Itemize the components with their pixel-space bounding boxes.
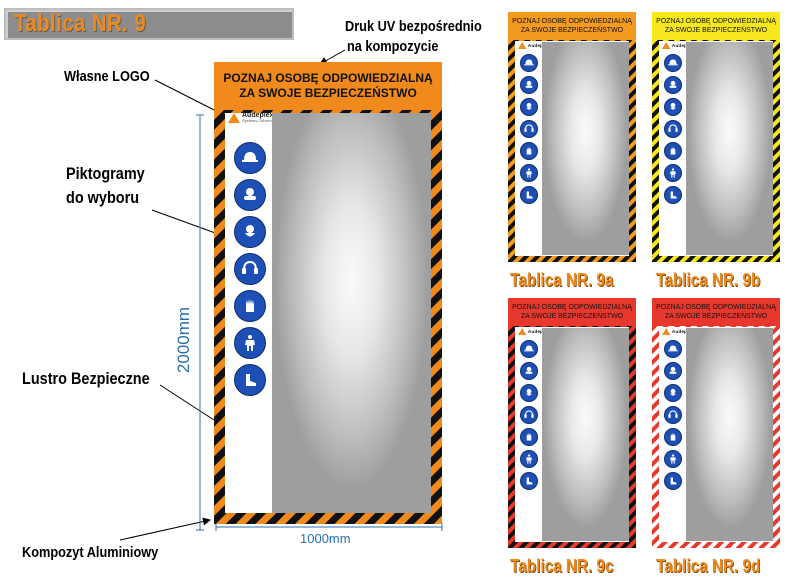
safety-boots-icon <box>664 186 682 204</box>
variant-logo-text: Audeplex <box>527 43 550 48</box>
variant-board: POZNAJ OSOBĘ ODPOWIEDZIALNĄ ZA SWOJE BEZP… <box>508 298 636 548</box>
gloves-icon <box>664 428 682 446</box>
variant-label: Tablica NR. 9d <box>656 556 761 576</box>
variant-mirror <box>686 42 773 255</box>
logo-subtext: Systemy Ochrony <box>242 118 274 123</box>
gloves-icon <box>234 290 266 322</box>
board-header-line1: POZNAJ OSOBĘ ODPOWIEDZIALNĄ <box>223 71 433 85</box>
safety-mirror <box>272 113 431 513</box>
variant-label: Tablica NR. 9b <box>656 270 761 290</box>
variant-header-line1: POZNAJ OSOBĘ ODPOWIEDZIALNĄ <box>512 18 632 25</box>
dimension-lines <box>196 114 443 531</box>
logo-icon <box>662 328 671 335</box>
logo-icon <box>228 112 240 123</box>
variant-pictogram-column <box>663 54 683 204</box>
safety-goggles-icon <box>520 362 538 380</box>
face-mask-icon <box>664 98 682 116</box>
protective-suit-icon <box>520 164 538 182</box>
variant-logo-text: Audeplex <box>671 329 694 334</box>
variant-header-line1: POZNAJ OSOBĘ ODPOWIEDZIALNĄ <box>512 304 632 311</box>
safety-boots-icon <box>520 186 538 204</box>
board-header-line2: ZA SWOJE BEZPIECZEŃSTWO <box>239 86 417 100</box>
variant-header-line2: ZA SWOJE BEZPIECZEŃSTWO <box>520 313 624 320</box>
variant-header: POZNAJ OSOBĘ ODPOWIEDZIALNĄ ZA SWOJE BEZP… <box>652 12 780 40</box>
ear-protection-icon <box>664 120 682 138</box>
safety-goggles-icon <box>234 179 266 211</box>
gloves-icon <box>520 428 538 446</box>
hard-hat-icon <box>664 340 682 358</box>
logo-icon <box>518 42 527 49</box>
ear-protection-icon <box>520 406 538 424</box>
pictograms-label: Piktogramy <box>66 164 145 183</box>
variant-board: POZNAJ OSOBĘ ODPOWIEDZIALNĄ ZA SWOJE BEZP… <box>652 298 780 548</box>
gloves-icon <box>520 142 538 160</box>
composite-arrow <box>119 517 211 541</box>
hard-hat-icon <box>664 54 682 72</box>
company-logo: Audeplex Systemy Ochrony <box>228 112 274 123</box>
mirror-label: Lustro Bezpieczne <box>22 369 150 388</box>
width-dimension-label: 1000mm <box>300 531 351 546</box>
variant-mirror <box>542 328 629 541</box>
face-mask-icon <box>664 384 682 402</box>
variant-logo: Audeplex <box>662 42 694 49</box>
face-mask-icon <box>520 384 538 402</box>
logo-text: Audeplex <box>242 112 274 119</box>
variant-mirror <box>542 42 629 255</box>
protective-suit-icon <box>664 164 682 182</box>
safety-boots-icon <box>664 472 682 490</box>
variant-board: POZNAJ OSOBĘ ODPOWIEDZIALNĄ ZA SWOJE BEZP… <box>652 12 780 262</box>
safety-boots-icon <box>234 364 266 396</box>
logo-icon <box>662 42 671 49</box>
variant-header-line1: POZNAJ OSOBĘ ODPOWIEDZIALNĄ <box>656 304 776 311</box>
protective-suit-icon <box>664 450 682 468</box>
ear-protection-icon <box>664 406 682 424</box>
pictograms-label-line2: do wyboru <box>66 188 140 207</box>
variant-pictogram-column <box>519 54 539 204</box>
safety-goggles-icon <box>520 76 538 94</box>
variant-header: POZNAJ OSOBĘ ODPOWIEDZIALNĄ ZA SWOJE BEZP… <box>508 298 636 326</box>
variant-header: POZNAJ OSOBĘ ODPOWIEDZIALNĄ ZA SWOJE BEZP… <box>508 12 636 40</box>
uv-print-label: Druk UV bezpośrednio <box>345 18 482 35</box>
variant-header-line2: ZA SWOJE BEZPIECZEŃSTWO <box>664 313 768 320</box>
main-board: POZNAJ OSOBĘ ODPOWIEDZIALNĄ ZA SWOJE BEZ… <box>214 62 442 524</box>
hard-hat-icon <box>520 54 538 72</box>
variant-logo: Audeplex <box>518 42 550 49</box>
hard-hat-icon <box>234 142 266 174</box>
variant-label: Tablica NR. 9a <box>510 270 614 290</box>
safety-boots-icon <box>520 472 538 490</box>
logo-icon <box>518 328 527 335</box>
ear-protection-icon <box>520 120 538 138</box>
pictogram-column <box>232 142 268 396</box>
protective-suit-icon <box>234 327 266 359</box>
variant-pictogram-column <box>663 340 683 490</box>
board-header: POZNAJ OSOBĘ ODPOWIEDZIALNĄ ZA SWOJE BEZ… <box>214 62 442 110</box>
variant-logo: Audeplex <box>518 328 550 335</box>
hard-hat-icon <box>520 340 538 358</box>
variant-header-line1: POZNAJ OSOBĘ ODPOWIEDZIALNĄ <box>656 18 776 25</box>
safety-goggles-icon <box>664 76 682 94</box>
gloves-icon <box>664 142 682 160</box>
variant-header-line2: ZA SWOJE BEZPIECZEŃSTWO <box>664 27 768 34</box>
title-banner <box>4 8 294 40</box>
variant-logo-text: Audeplex <box>527 329 550 334</box>
variant-header-line2: ZA SWOJE BEZPIECZEŃSTWO <box>520 27 624 34</box>
variant-label: Tablica NR. 9c <box>510 556 614 576</box>
composite-label: Kompozyt Aluminiowy <box>22 544 159 561</box>
variant-logo: Audeplex <box>662 328 694 335</box>
own-logo-label: Własne LOGO <box>64 68 150 85</box>
page-title: Tablica NR. 9 <box>14 10 147 37</box>
variant-header: POZNAJ OSOBĘ ODPOWIEDZIALNĄ ZA SWOJE BEZP… <box>652 298 780 326</box>
height-dimension-label: 2000mm <box>174 306 193 374</box>
variant-logo-text: Audeplex <box>671 43 694 48</box>
face-mask-icon <box>234 216 266 248</box>
variant-board: POZNAJ OSOBĘ ODPOWIEDZIALNĄ ZA SWOJE BEZP… <box>508 12 636 262</box>
protective-suit-icon <box>520 450 538 468</box>
uv-print-label-line2: na kompozycie <box>347 38 439 55</box>
safety-goggles-icon <box>664 362 682 380</box>
variant-mirror <box>686 328 773 541</box>
uv-print-arrow <box>319 49 346 65</box>
variant-pictogram-column <box>519 340 539 490</box>
face-mask-icon <box>520 98 538 116</box>
ear-protection-icon <box>234 253 266 285</box>
